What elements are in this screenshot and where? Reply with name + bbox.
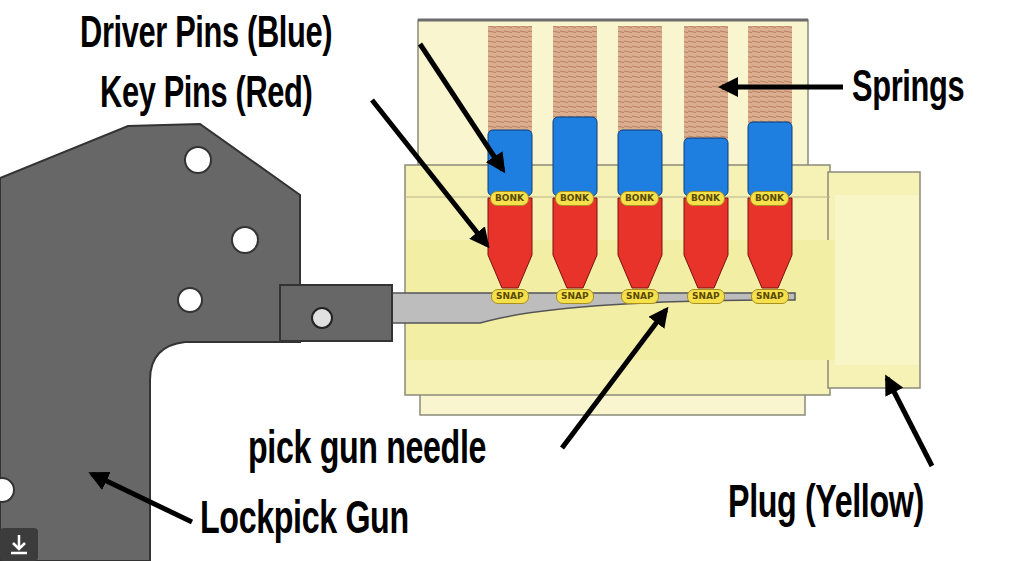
sound-effect-label: SNAP (491, 289, 529, 304)
sound-effect-label: BONK (686, 191, 725, 206)
part-label: Lockpick Gun (200, 494, 409, 540)
sound-effect-label: SNAP (751, 289, 789, 304)
download-glyph (11, 535, 27, 553)
housing-edge (418, 19, 808, 22)
gun-bar (280, 285, 392, 341)
leader-arrow (887, 378, 932, 466)
spring (684, 26, 728, 140)
driver-pin (684, 138, 728, 196)
part-label: Springs (852, 64, 964, 108)
driver-pin (748, 122, 792, 196)
leader-arrow (562, 310, 666, 448)
key-pin (553, 198, 597, 288)
part-label: pick gun needle (248, 424, 486, 470)
key-pin (488, 198, 532, 288)
key-pin (684, 198, 728, 288)
part-label: Driver Pins (Blue) (80, 10, 332, 54)
spring (488, 26, 532, 132)
leader-arrow (420, 44, 503, 170)
plug-face (828, 172, 920, 388)
driver-pin (618, 130, 662, 196)
screw-hole (312, 308, 332, 328)
driver-pin (488, 130, 532, 196)
sound-effect-label: BONK (490, 191, 529, 206)
gun-hole (0, 478, 14, 502)
plug-face-light (835, 195, 919, 365)
spring (618, 26, 662, 132)
spring (748, 26, 792, 124)
gun-hole (185, 147, 211, 173)
sound-effect-label: SNAP (621, 289, 659, 304)
sound-effect-label: BONK (620, 191, 659, 206)
part-label: Key Pins (Red) (100, 70, 312, 114)
sound-effect-label: SNAP (556, 289, 594, 304)
gun-hole (232, 227, 258, 253)
sound-effect-label: BONK (750, 191, 789, 206)
key-pin (748, 198, 792, 288)
leader-arrow (722, 85, 843, 90)
spring (553, 26, 597, 119)
leader-arrow (372, 100, 487, 245)
sound-effect-label: BONK (555, 191, 594, 206)
download-icon (0, 528, 38, 561)
sound-effect-label: SNAP (687, 289, 725, 304)
part-label: Plug (Yellow) (728, 478, 924, 524)
leader-arrow (92, 474, 192, 522)
driver-pin (553, 117, 597, 196)
key-pin (618, 198, 662, 288)
gun-hole (178, 288, 202, 312)
